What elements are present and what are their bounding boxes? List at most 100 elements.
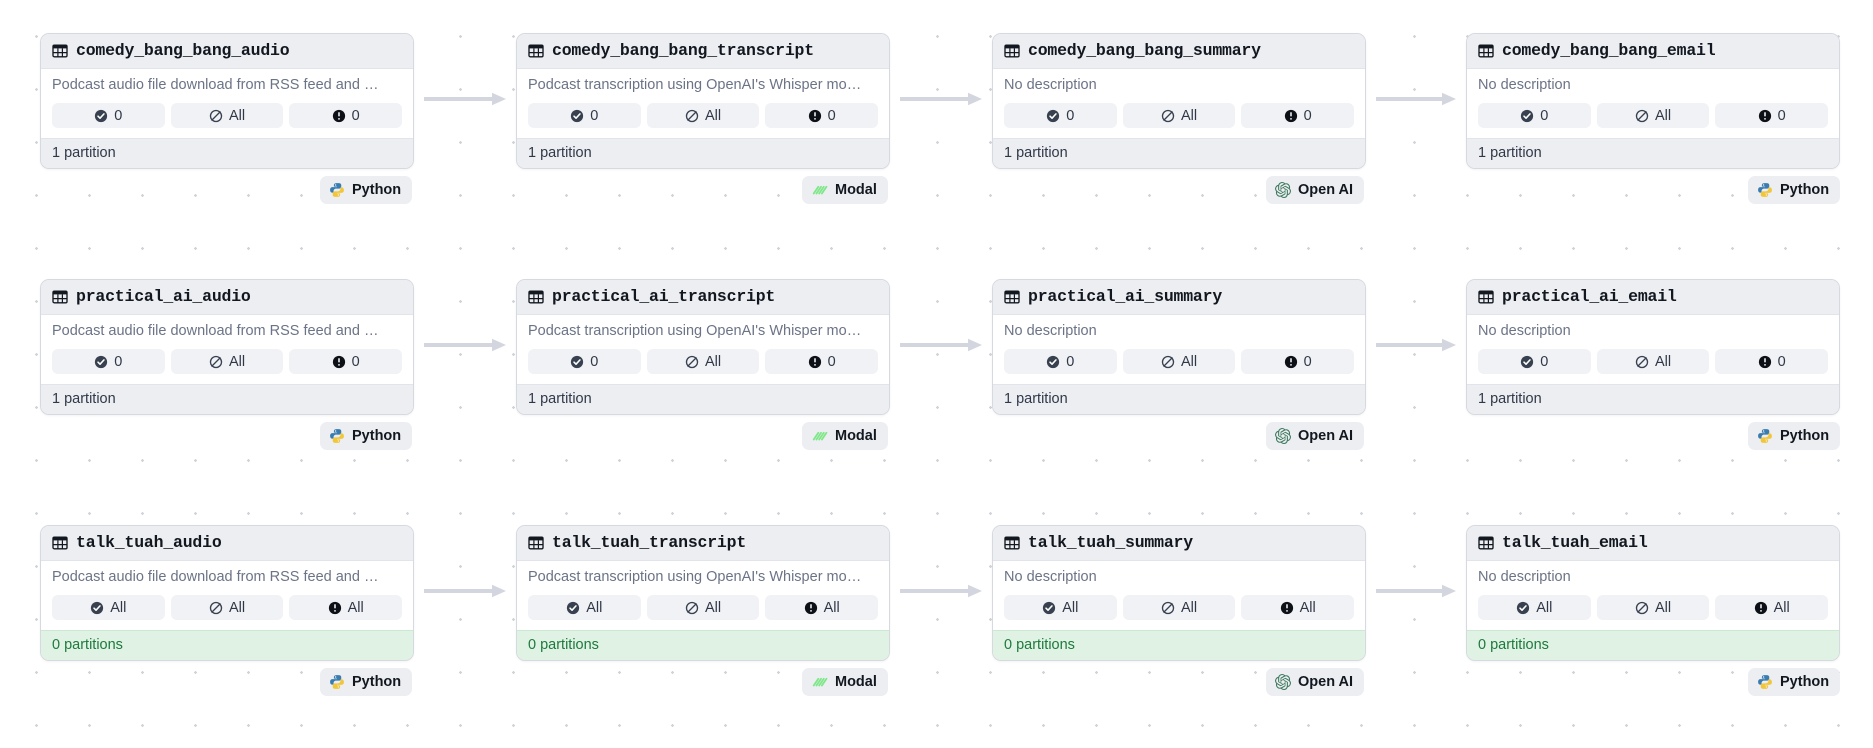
asset-node-card[interactable]: comedy_bang_bang_email No description 0 … [1466, 33, 1840, 170]
freshness-status-chip[interactable]: All [170, 103, 284, 129]
asset-node-card[interactable]: comedy_bang_bang_summary No description … [992, 33, 1366, 170]
asset-card-header[interactable]: talk_tuah_audio [41, 526, 413, 561]
tech-badge-label: Open AI [1298, 674, 1354, 690]
asset-node-card[interactable]: practical_ai_audio Podcast audio file do… [40, 279, 414, 416]
asset-card-header[interactable]: talk_tuah_summary [993, 526, 1365, 561]
asset-node-card[interactable]: practical_ai_email No description 0 All [1466, 279, 1840, 416]
materialization-status-chip[interactable]: 0 [52, 349, 165, 375]
materialization-status-chip[interactable]: 0 [528, 103, 641, 129]
materialization-status-chip[interactable]: All [1478, 595, 1591, 621]
partition-footer[interactable]: 0 partitions [1467, 630, 1839, 661]
freshness-status-chip[interactable]: All [646, 595, 760, 621]
asset-status-row: 0 All 0 [1004, 349, 1355, 375]
asset-checks-chip[interactable]: 0 [1715, 103, 1829, 129]
partition-footer[interactable]: 1 partition [41, 384, 413, 415]
asset-card-header[interactable]: comedy_bang_bang_email [1467, 34, 1839, 69]
tech-badge[interactable]: Python [1748, 422, 1841, 450]
tech-badge[interactable]: Open AI [1266, 176, 1365, 204]
freshness-status-chip[interactable]: All [1122, 349, 1236, 375]
no-policy-icon [1161, 601, 1175, 615]
materialization-status-chip[interactable]: 0 [528, 349, 641, 375]
asset-checks-chip[interactable]: All [289, 595, 403, 621]
arrow-right-icon [424, 583, 506, 599]
asset-card-header[interactable]: practical_ai_summary [993, 280, 1365, 315]
asset-card-header[interactable]: talk_tuah_email [1467, 526, 1839, 561]
partition-footer[interactable]: 1 partition [993, 138, 1365, 169]
asset-card-header[interactable]: practical_ai_transcript [517, 280, 889, 315]
materialization-status-chip[interactable]: 0 [1004, 103, 1117, 129]
partition-footer[interactable]: 1 partition [993, 384, 1365, 415]
materialization-status-chip[interactable]: 0 [1478, 103, 1591, 129]
asset-checks-chip[interactable]: 0 [1241, 103, 1355, 129]
partition-footer[interactable]: 0 partitions [993, 630, 1365, 661]
partition-footer[interactable]: 1 partition [41, 138, 413, 169]
tech-badge[interactable]: Python [1748, 668, 1841, 696]
freshness-status-chip[interactable]: All [1122, 103, 1236, 129]
tech-badge[interactable]: Modal [802, 176, 888, 204]
partition-footer[interactable]: 1 partition [1467, 138, 1839, 169]
tech-badge[interactable]: Open AI [1266, 668, 1365, 696]
materialization-status-chip[interactable]: 0 [52, 103, 165, 129]
asset-checks-chip[interactable]: All [1715, 595, 1829, 621]
partition-footer[interactable]: 0 partitions [517, 630, 889, 661]
partition-footer[interactable]: 1 partition [517, 138, 889, 169]
freshness-status-chip[interactable]: All [170, 595, 284, 621]
materialization-status-chip[interactable]: All [528, 595, 641, 621]
asset-card-header[interactable]: comedy_bang_bang_transcript [517, 34, 889, 69]
asset-node-card[interactable]: practical_ai_transcript Podcast transcri… [516, 279, 890, 416]
tech-badge[interactable]: Modal [802, 668, 888, 696]
tech-badge[interactable]: Python [320, 422, 413, 450]
asset-node-card[interactable]: talk_tuah_email No description All All [1466, 525, 1840, 662]
asset-node-card[interactable]: talk_tuah_transcript Podcast transcripti… [516, 525, 890, 662]
asset-card-body: Podcast transcription using OpenAI's Whi… [517, 69, 889, 139]
asset-checks-chip[interactable]: All [765, 595, 879, 621]
asset-card-header[interactable]: talk_tuah_transcript [517, 526, 889, 561]
asset-checks-chip[interactable]: All [1241, 595, 1355, 621]
materialization-status-chip[interactable]: 0 [1478, 349, 1591, 375]
tech-badge[interactable]: Open AI [1266, 422, 1365, 450]
freshness-status-chip[interactable]: All [646, 349, 760, 375]
materialization-status-chip[interactable]: All [1004, 595, 1117, 621]
tech-badge[interactable]: Modal [802, 422, 888, 450]
asset-card-header[interactable]: practical_ai_audio [41, 280, 413, 315]
partition-count: 1 partition [52, 391, 116, 408]
freshness-status-chip[interactable]: All [1122, 595, 1236, 621]
partition-count: 0 partitions [1004, 637, 1075, 654]
asset-node-card[interactable]: talk_tuah_summary No description All All [992, 525, 1366, 662]
freshness-status-chip[interactable]: All [1596, 103, 1710, 129]
table-icon [52, 290, 68, 303]
asset-status-row: 0 All 0 [52, 103, 403, 129]
asset-checks-chip[interactable]: 0 [289, 103, 403, 129]
asset-description: No description [1004, 569, 1097, 585]
asset-card-header[interactable]: comedy_bang_bang_audio [41, 34, 413, 69]
asset-node-card[interactable]: comedy_bang_bang_audio Podcast audio fil… [40, 33, 414, 170]
asset-card-header[interactable]: practical_ai_email [1467, 280, 1839, 315]
asset-checks-chip[interactable]: 0 [765, 349, 879, 375]
asset-card-body: No description 0 All [993, 315, 1365, 385]
freshness-status-chip[interactable]: All [1596, 349, 1710, 375]
asset-node-card[interactable]: comedy_bang_bang_transcript Podcast tran… [516, 33, 890, 170]
partition-footer[interactable]: 1 partition [517, 384, 889, 415]
freshness-status-chip[interactable]: All [1596, 595, 1710, 621]
asset-card-header[interactable]: comedy_bang_bang_summary [993, 34, 1365, 69]
exclamation-circle-icon [804, 601, 817, 615]
freshness-status-chip[interactable]: All [646, 103, 760, 129]
materialization-status-chip[interactable]: All [52, 595, 165, 621]
materialization-count: 0 [1066, 353, 1075, 370]
partition-footer[interactable]: 0 partitions [41, 630, 413, 661]
tech-badge[interactable]: Python [320, 176, 413, 204]
materialization-status-chip[interactable]: 0 [1004, 349, 1117, 375]
asset-checks-chip[interactable]: 0 [289, 349, 403, 375]
asset-checks-chip[interactable]: 0 [765, 103, 879, 129]
no-policy-icon [209, 601, 223, 615]
asset-node-card[interactable]: talk_tuah_audio Podcast audio file downl… [40, 525, 414, 662]
freshness-status-chip[interactable]: All [170, 349, 284, 375]
asset-node-card[interactable]: practical_ai_summary No description 0 Al… [992, 279, 1366, 416]
asset-checks-chip[interactable]: 0 [1715, 349, 1829, 375]
partition-footer[interactable]: 1 partition [1467, 384, 1839, 415]
asset-checks-chip[interactable]: 0 [1241, 349, 1355, 375]
python-icon [1758, 429, 1772, 443]
tech-badge[interactable]: Python [320, 668, 413, 696]
tech-badge[interactable]: Python [1748, 176, 1841, 204]
